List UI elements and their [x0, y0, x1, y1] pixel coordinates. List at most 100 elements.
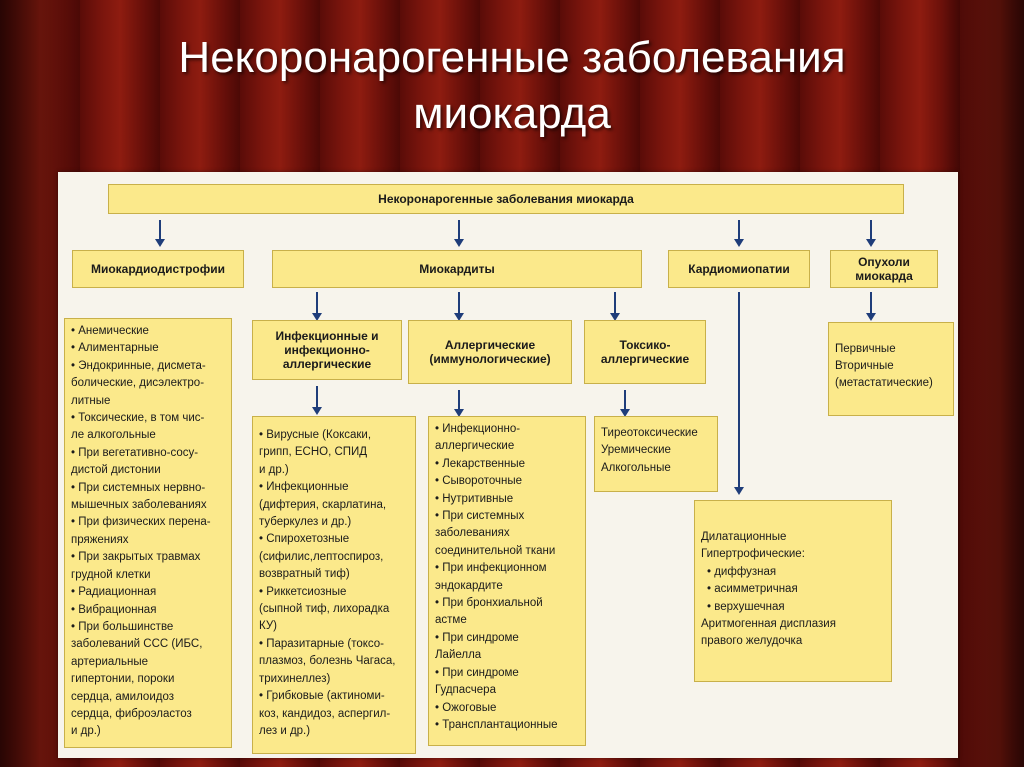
- list-item: • При инфекционном: [435, 562, 547, 575]
- tumors-list: Первичные Вторичные (метастатические): [828, 322, 954, 416]
- list-item: Лайелла: [435, 649, 482, 662]
- list-item: (дифтерия, скарлатина,: [259, 498, 387, 511]
- list-item: Гипертрофические:: [701, 548, 805, 561]
- list-item: Вторичные: [835, 360, 894, 372]
- list-item: Гудпасчера: [435, 684, 496, 697]
- list-item: • Анемические: [71, 325, 149, 337]
- list-item: Тиреотоксические: [601, 427, 698, 439]
- cardiomyopathy-box: Кардиомиопатии: [668, 250, 810, 288]
- list-item: • Сывороточные: [435, 475, 522, 488]
- arrow-myocarditis-infectious: [312, 292, 322, 321]
- arrow-root-myocarditis: [454, 220, 464, 247]
- list-item: • Токсические, в том чис-: [71, 412, 205, 425]
- slide-title-line-2: миокарда: [413, 89, 611, 138]
- list-item: дистой дистонии: [71, 464, 161, 477]
- list-item: • Паразитарные (токсо-: [259, 637, 385, 650]
- list-item: астме: [435, 614, 467, 627]
- list-item: (сыпной тиф, лихорадка: [259, 603, 390, 616]
- arrow-myocarditis-allergic: [454, 292, 464, 321]
- list-item: • При синдроме: [435, 666, 519, 679]
- arrow-cardiomyopathy-list: [734, 292, 744, 495]
- list-item: • Нутритивные: [435, 492, 514, 505]
- list-item: КУ): [259, 620, 277, 633]
- arrow-myocarditis-toxic: [610, 292, 620, 321]
- list-item: заболеваниях: [435, 527, 510, 540]
- diagram-panel: Некоронарогенные заболевания миокарда Ми…: [58, 172, 958, 758]
- infectious-box: Инфекционные и инфекционно-аллергические: [252, 320, 402, 380]
- list-item: • верхушечная: [707, 600, 785, 613]
- list-item: • При вегетативно-сосу-: [71, 446, 199, 459]
- list-item: литные: [71, 394, 111, 407]
- toxic-list: Тиреотоксические Уремические Алкогольные: [594, 416, 718, 492]
- list-item: сердца, фиброэластоз: [71, 707, 192, 720]
- list-item: • При закрытых травмах: [71, 551, 201, 564]
- list-item: • Инфекционно-: [435, 423, 521, 435]
- myocardiodystrophy-list: • Анемические • Алиментарные • Эндокринн…: [64, 318, 232, 748]
- list-item: пряжениях: [71, 533, 129, 546]
- list-item: и др.): [71, 725, 101, 738]
- list-item: • Ожоговые: [435, 701, 497, 714]
- list-item: • Инфекционные: [259, 481, 349, 494]
- myocardiodystrophy-label: Миокардиодистрофии: [90, 262, 226, 276]
- list-item: Уремические: [601, 444, 671, 457]
- cardiomyopathy-list: Дилатационные Гипертрофические: • диффуз…: [694, 500, 892, 682]
- arrow-infectious-list: [312, 386, 322, 415]
- list-item: плазмоз, болезнь Чагаса,: [259, 655, 396, 668]
- list-item: трихинеллез): [259, 672, 331, 685]
- tumors-box: Опухоли миокарда: [830, 250, 938, 288]
- list-item: аллергические: [435, 440, 515, 453]
- allergic-box: Аллергические (иммунологические): [408, 320, 572, 384]
- root-box: Некоронарогенные заболевания миокарда: [108, 184, 904, 214]
- list-item: туберкулез и др.): [259, 516, 352, 529]
- list-item: грипп, ЕСНО, СПИД: [259, 446, 368, 459]
- list-item: коз, кандидоз, аспергил-: [259, 707, 391, 720]
- arrow-allergic-list: [454, 390, 464, 417]
- list-item: Дилатационные: [701, 531, 787, 543]
- list-item: • Вирусные (Коксаки,: [259, 429, 372, 441]
- list-item: • При системных нервно-: [71, 481, 206, 494]
- allergic-label: Аллергические (иммунологические): [429, 338, 551, 366]
- list-item: Алкогольные: [601, 461, 671, 474]
- allergic-list: • Инфекционно- аллергические • Лекарстве…: [428, 416, 586, 746]
- toxic-label: Токсико-аллергические: [600, 338, 690, 366]
- list-item: Первичные: [835, 343, 896, 355]
- myocarditis-label: Миокардиты: [419, 262, 495, 276]
- list-item: • Грибковые (актиноми-: [259, 690, 385, 703]
- arrow-root-tumors: [866, 220, 876, 247]
- list-item: гипертонии, пороки: [71, 673, 175, 686]
- list-item: мышечных заболеваниях: [71, 499, 207, 512]
- list-item: • Трансплантационные: [435, 718, 558, 731]
- toxic-box: Токсико-аллергические: [584, 320, 706, 384]
- infectious-label: Инфекционные и инфекционно-аллергические: [275, 329, 379, 371]
- tumors-label: Опухоли миокарда: [855, 255, 913, 283]
- myocardiodystrophy-box: Миокардиодистрофии: [72, 250, 244, 288]
- list-item: соединительной ткани: [435, 544, 556, 557]
- list-item: • Эндокринные, дисмета-: [71, 359, 206, 372]
- list-item: • Вибрационная: [71, 603, 157, 616]
- list-item: болические, дисэлектро-: [71, 377, 205, 390]
- list-item: • При большинстве: [71, 620, 174, 633]
- list-item: эндокардите: [435, 579, 503, 592]
- list-item: грудной клетки: [71, 568, 151, 581]
- list-item: Аритмогенная дисплазия: [701, 618, 836, 631]
- arrow-root-cardiomyopathy: [734, 220, 744, 247]
- list-item: • Алиментарные: [71, 342, 159, 355]
- list-item: • Радиационная: [71, 586, 157, 599]
- list-item: • диффузная: [707, 565, 777, 578]
- list-item: (метастатические): [835, 377, 933, 389]
- list-item: ле алкогольные: [71, 429, 156, 442]
- list-item: артериальные: [71, 655, 149, 668]
- list-item: • Спирохетозные: [259, 533, 350, 546]
- list-item: (сифилис,лептоспироз,: [259, 550, 384, 563]
- list-item: • асимметричная: [707, 583, 798, 596]
- list-item: • При системных: [435, 510, 525, 523]
- list-item: правого желудочка: [701, 635, 803, 648]
- slide-title: Некоронарогенные заболевания миокарда: [0, 30, 1024, 142]
- list-item: возвратный тиф): [259, 568, 350, 581]
- arrow-tumors-list: [866, 292, 876, 321]
- infectious-list: • Вирусные (Коксаки, грипп, ЕСНО, СПИД и…: [252, 416, 416, 754]
- list-item: • При физических перена-: [71, 516, 211, 529]
- list-item: • При синдроме: [435, 631, 519, 644]
- cardiomyopathy-label: Кардиомиопатии: [688, 262, 790, 276]
- myocarditis-box: Миокардиты: [272, 250, 642, 288]
